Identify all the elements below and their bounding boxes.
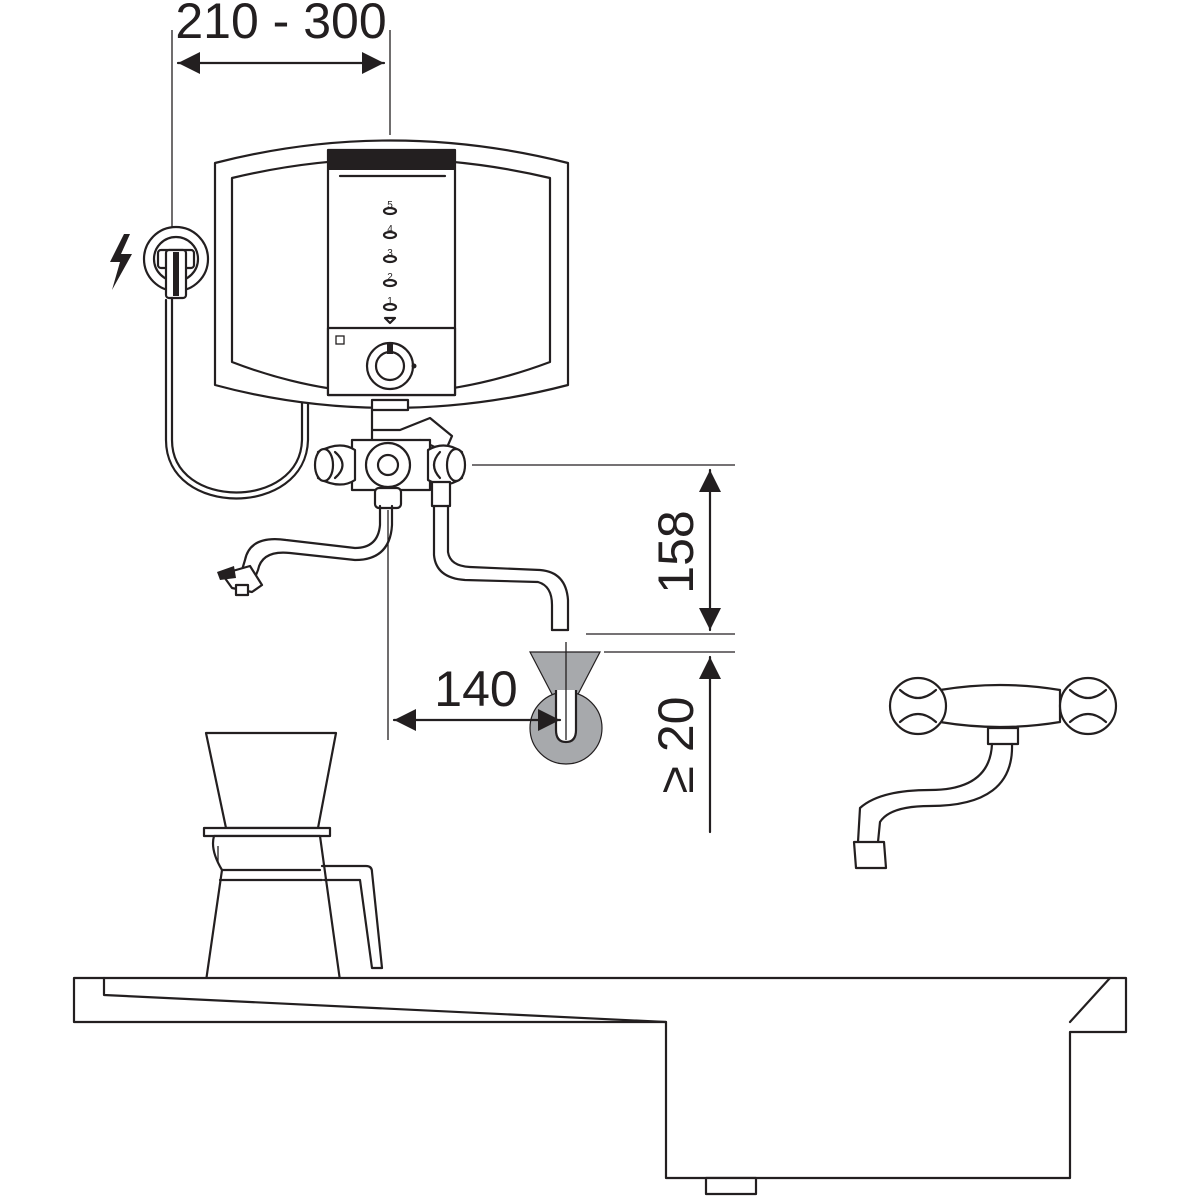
svg-text:4: 4: [387, 224, 393, 235]
wall-faucet: [852, 676, 1118, 870]
outlet-height-label: 158: [648, 510, 704, 593]
svg-text:2: 2: [387, 272, 393, 283]
wall-distance-label: 210 - 300: [175, 0, 386, 49]
coffee-maker: [202, 731, 384, 997]
spout-offset-label: 140: [434, 661, 517, 717]
temperature-knob: [365, 341, 417, 391]
power-cable: [164, 296, 310, 500]
ground-icon: [529, 642, 603, 765]
wall-socket: [142, 225, 210, 300]
dimension-min-clearance: ≥ 20: [604, 651, 735, 834]
sink-countertop: [72, 976, 1128, 1196]
water-heater: 5 4 3 2 1: [213, 139, 570, 412]
left-spout: [217, 504, 394, 597]
mixer-valve: [313, 408, 467, 510]
dimension-outlet-height: 158: [472, 464, 735, 635]
dimension-spout-offset: 140: [387, 510, 562, 740]
svg-text:1: 1: [387, 296, 393, 307]
center-spout: [432, 504, 570, 632]
lightning-icon: [110, 234, 132, 290]
svg-text:5: 5: [387, 200, 393, 211]
svg-text:3: 3: [387, 248, 393, 259]
dimension-wall-distance: 210 - 300: [171, 0, 391, 240]
water-level-scale: 5 4 3 2 1: [382, 200, 398, 325]
min-clearance-label: ≥ 20: [648, 697, 704, 794]
